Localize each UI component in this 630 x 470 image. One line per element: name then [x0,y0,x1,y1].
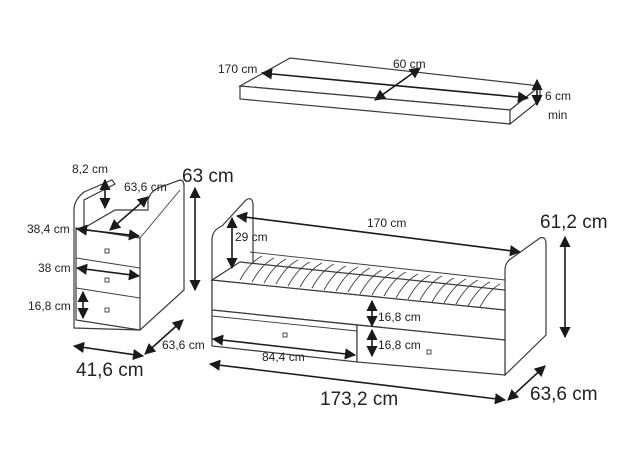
bed-length-label: 173,2 cm [320,389,398,410]
bed-inner-length-arrow [235,211,522,257]
drawer-cabinet: 8,2 cm 63,6 cm 63 cm 38,4 cm 38 cm 16,8 … [27,162,234,381]
cabinet-drawer-height-label: 16,8 cm [28,299,71,313]
cabinet-drawer-mid-width-label: 38 cm [38,261,71,275]
cabinet-inner-depth-label: 63,6 cm [124,180,167,194]
bed-inner-length-label: 170 cm [367,216,406,230]
bed-drawer-width-arrow [211,334,357,360]
bed-depth-arrow [507,365,546,401]
bed-length-arrow [208,359,507,405]
cabinet-width-label: 41,6 cm [76,360,144,381]
bed-rail-height-label: 29 cm [235,230,268,244]
bed-depth-label: 63,6 cm [530,384,598,405]
cabinet-height-label: 63 cm [182,166,234,187]
shelf-thickness-note: min [548,108,567,122]
shelf-thickness-label: 6 cm [545,89,571,103]
bed-height-label: 61,2 cm [540,212,608,233]
shelf-length-label: 170 cm [218,62,257,76]
cabinet-top-gap-label: 8,2 cm [72,162,108,176]
cabinet-drawer-top-width-arrow [75,224,141,241]
bed-upper-drawer-height-label: 16,8 cm [378,310,421,324]
shelf-depth-label: 60 cm [393,57,426,71]
bed: 170 cm 29 cm 61,2 cm 16,8 cm 16,8 cm 84,… [208,198,608,410]
cabinet-depth-arrow [144,319,184,355]
cabinet-inner-depth-arrow [109,196,149,231]
shelf-depth-arrow [374,67,421,101]
cabinet-drawer-mid-width-arrow [75,263,141,281]
cabinet-drawer-top-width-label: 38,4 cm [27,222,70,236]
cabinet-depth-label: 63,6 cm [162,338,205,352]
cabinet-width-arrow [72,341,145,361]
slats [239,255,501,308]
wall-shelf: 170 cm 60 cm 6 cm min [218,57,571,126]
bed-drawer-width-label: 84,4 cm [262,350,305,364]
bed-lower-drawer-height-label: 16,8 cm [378,338,421,352]
